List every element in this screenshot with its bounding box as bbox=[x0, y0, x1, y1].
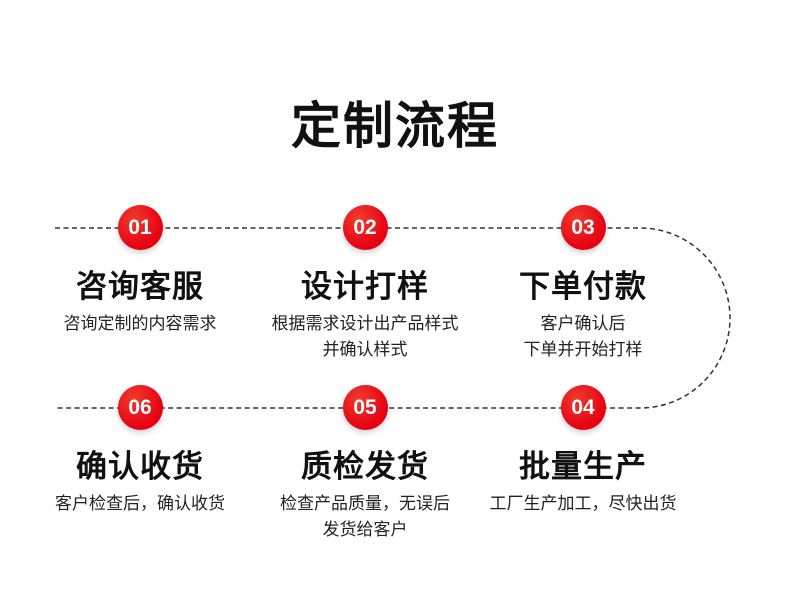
step-number: 01 bbox=[128, 216, 152, 239]
step-number: 04 bbox=[571, 396, 595, 419]
step-desc: 客户检查后，确认收货 bbox=[20, 491, 260, 517]
step-desc: 客户确认后 下单并开始打样 bbox=[463, 311, 703, 363]
step-title: 设计打样 bbox=[301, 269, 429, 304]
step-desc-line: 工厂生产加工，尽快出货 bbox=[489, 494, 677, 513]
step-06: 06 确认收货 客户检查后，确认收货 bbox=[20, 385, 260, 517]
step-01: 01 咨询客服 咨询定制的内容需求 bbox=[20, 205, 260, 337]
step-desc-line: 根据需求设计出产品样式 bbox=[271, 314, 459, 333]
step-desc-line: 客户检查后，确认收货 bbox=[55, 494, 225, 513]
step-number-badge: 06 bbox=[117, 385, 163, 430]
step-number: 06 bbox=[128, 396, 152, 419]
step-number-badge: 03 bbox=[560, 205, 606, 250]
step-03: 03 下单付款 客户确认后 下单并开始打样 bbox=[463, 205, 703, 363]
step-04: 04 批量生产 工厂生产加工，尽快出货 bbox=[463, 385, 703, 517]
step-desc: 根据需求设计出产品样式 并确认样式 bbox=[245, 311, 485, 363]
step-desc-line: 检查产品质量，无误后 bbox=[280, 494, 450, 513]
step-title: 批量生产 bbox=[519, 449, 647, 484]
step-number: 02 bbox=[353, 216, 377, 239]
step-desc-line: 发货给客户 bbox=[322, 520, 408, 539]
step-desc: 咨询定制的内容需求 bbox=[20, 311, 260, 337]
step-title: 质检发货 bbox=[301, 449, 429, 484]
step-title: 下单付款 bbox=[519, 269, 647, 304]
page-title: 定制流程 bbox=[291, 98, 499, 154]
step-desc-line: 咨询定制的内容需求 bbox=[63, 314, 217, 333]
step-number-badge: 04 bbox=[560, 385, 606, 430]
step-desc-line: 客户确认后 bbox=[540, 314, 626, 333]
step-desc: 工厂生产加工，尽快出货 bbox=[463, 491, 703, 517]
step-number: 05 bbox=[353, 396, 377, 419]
step-desc: 检查产品质量，无误后 发货给客户 bbox=[245, 491, 485, 543]
step-title: 确认收货 bbox=[76, 449, 204, 484]
step-number-badge: 02 bbox=[342, 205, 388, 250]
step-05: 05 质检发货 检查产品质量，无误后 发货给客户 bbox=[245, 385, 485, 543]
step-number-badge: 01 bbox=[117, 205, 163, 250]
step-desc-line: 下单并开始打样 bbox=[523, 340, 643, 359]
step-title: 咨询客服 bbox=[76, 269, 204, 304]
step-number-badge: 05 bbox=[342, 385, 388, 430]
step-desc-line: 并确认样式 bbox=[322, 340, 408, 359]
step-02: 02 设计打样 根据需求设计出产品样式 并确认样式 bbox=[245, 205, 485, 363]
step-number: 03 bbox=[571, 216, 595, 239]
